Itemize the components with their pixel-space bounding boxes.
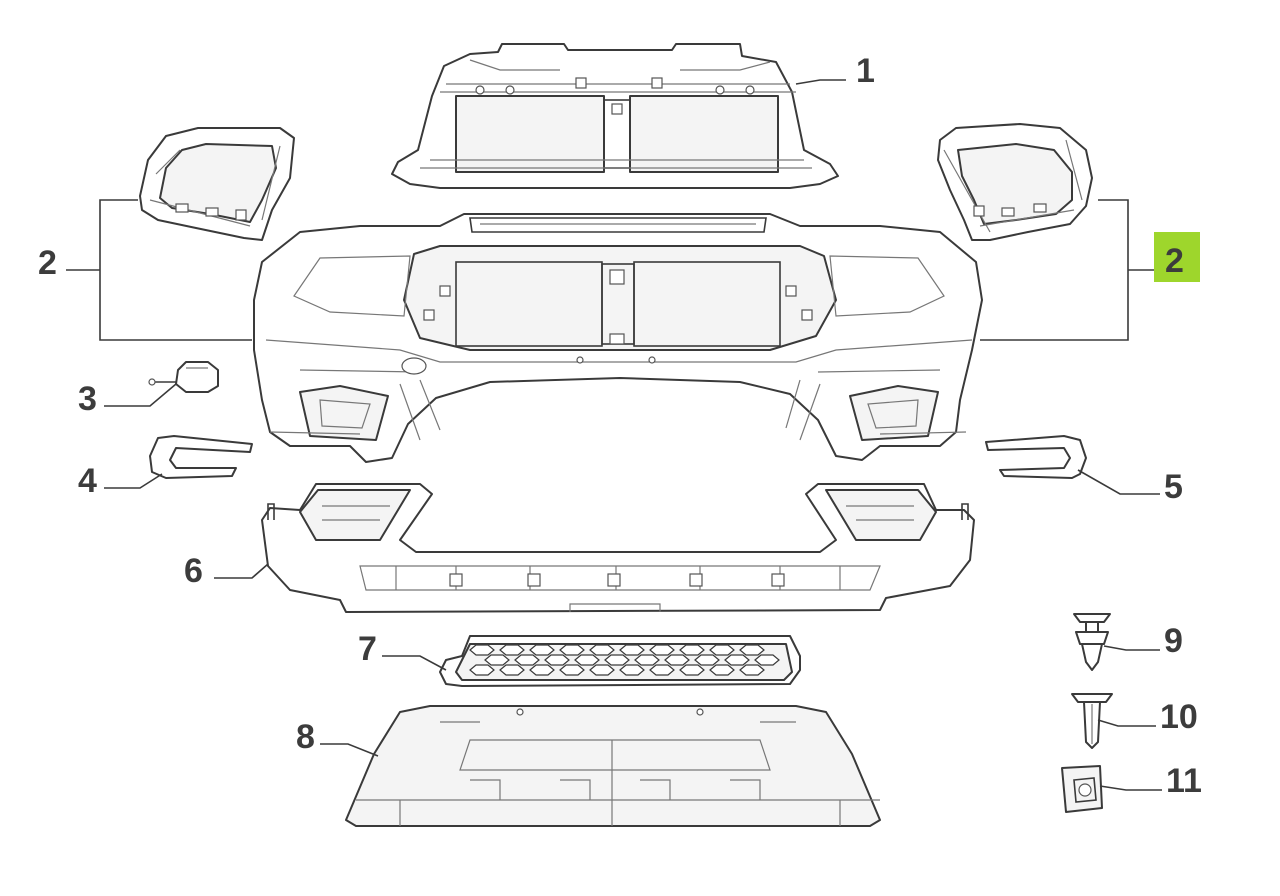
- part-7-honeycomb-grille[interactable]: [439, 635, 801, 687]
- honeycomb-cell: [589, 664, 615, 676]
- honeycomb-cell: [679, 664, 705, 676]
- part-3-tow-hook-cover[interactable]: [148, 361, 219, 393]
- honeycomb-cell: [484, 654, 510, 666]
- part-4-left-trim[interactable]: [149, 435, 253, 479]
- honeycomb-cell: [499, 664, 525, 676]
- part-9-push-clip[interactable]: [1073, 613, 1111, 671]
- honeycomb-cell: [589, 644, 615, 656]
- part-2-left-bracket[interactable]: [139, 127, 295, 241]
- part-11-speed-nut[interactable]: [1061, 765, 1103, 813]
- callout-2-right: 2: [1165, 242, 1184, 280]
- callout-3: 3: [78, 380, 97, 418]
- honeycomb-cell: [469, 644, 495, 656]
- honeycomb-cell: [649, 644, 675, 656]
- callout-6: 6: [184, 552, 203, 590]
- callout-2-right-highlight: [1154, 232, 1200, 282]
- callout-11: 11: [1166, 762, 1202, 800]
- front-bumper-shell[interactable]: [253, 213, 983, 463]
- callout-9: 9: [1164, 622, 1183, 660]
- honeycomb-cell: [529, 664, 555, 676]
- part-5-right-trim[interactable]: [985, 435, 1087, 479]
- honeycomb-cell: [679, 644, 705, 656]
- callout-7: 7: [358, 630, 377, 668]
- callout-1: 1: [856, 52, 875, 90]
- honeycomb-cell: [634, 654, 660, 666]
- part-1-upper-support[interactable]: [391, 43, 839, 189]
- honeycomb-cell: [649, 664, 675, 676]
- honeycomb-cell: [544, 654, 570, 666]
- honeycomb-cell: [754, 654, 780, 666]
- callout-labels: 1 2 2 3 4 5 6 7 8 9 10 11: [38, 52, 1202, 800]
- leader-lines: [66, 79, 1162, 791]
- honeycomb-cell: [604, 654, 630, 666]
- honeycomb-cell: [739, 664, 765, 676]
- honeycomb-cell: [529, 644, 555, 656]
- honeycomb-cell: [619, 664, 645, 676]
- callout-4: 4: [78, 462, 97, 500]
- honeycomb-cell: [514, 654, 540, 666]
- part-6-lower-spoiler[interactable]: [261, 483, 975, 613]
- honeycomb-cell: [694, 654, 720, 666]
- honeycomb-cell: [574, 654, 600, 666]
- part-8-skid-plate[interactable]: [345, 705, 881, 827]
- honeycomb-cell: [709, 644, 735, 656]
- honeycomb-cell: [739, 644, 765, 656]
- callout-8: 8: [296, 718, 315, 756]
- callout-2-left: 2: [38, 244, 57, 282]
- honeycomb-cell: [724, 654, 750, 666]
- honeycomb-mesh: [469, 644, 780, 676]
- honeycomb-cell: [709, 664, 735, 676]
- honeycomb-cell: [619, 644, 645, 656]
- part-10-rivet[interactable]: [1071, 693, 1113, 749]
- honeycomb-cell: [559, 644, 585, 656]
- honeycomb-cell: [499, 644, 525, 656]
- honeycomb-cell: [469, 664, 495, 676]
- part-2-right-bracket[interactable]: [937, 123, 1093, 241]
- callout-5: 5: [1164, 468, 1183, 506]
- callout-10: 10: [1160, 698, 1198, 736]
- honeycomb-cell: [559, 664, 585, 676]
- honeycomb-cell: [664, 654, 690, 666]
